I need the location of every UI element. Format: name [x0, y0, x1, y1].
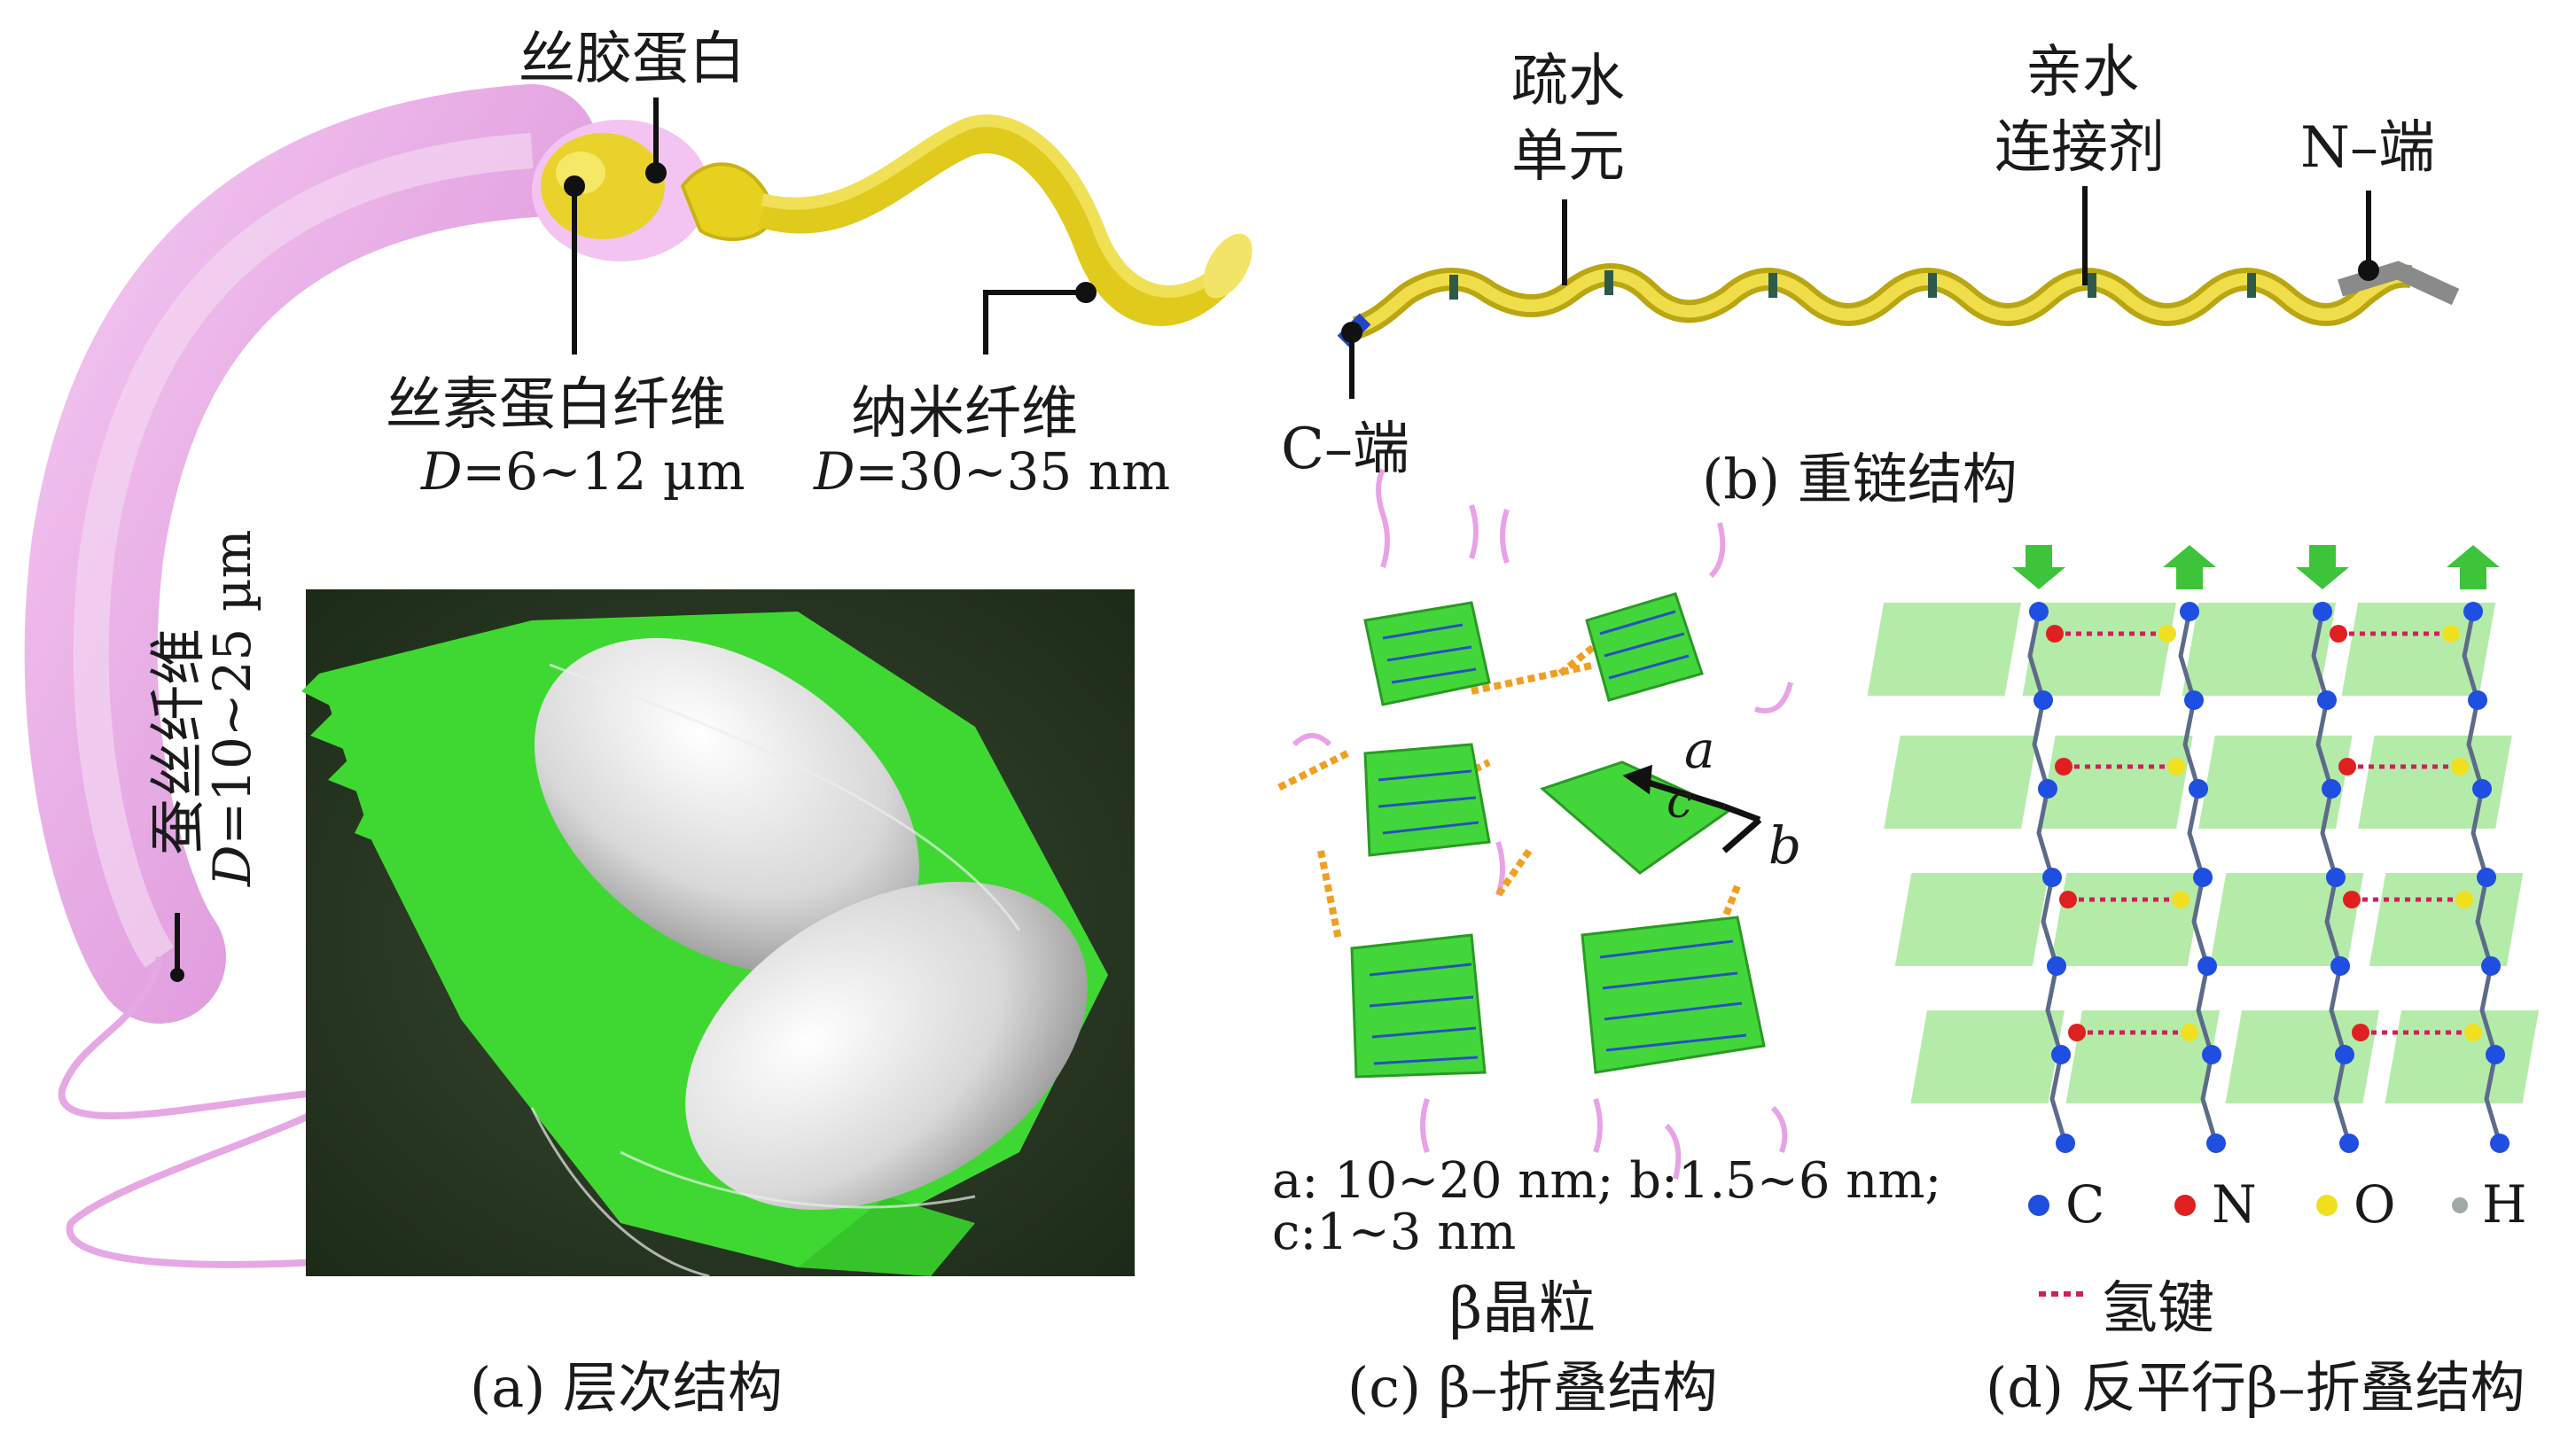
fibroin-label: 丝素蛋白纤维	[386, 372, 726, 438]
antiparallel-sheet-drawing	[1867, 545, 2539, 1153]
atom-legend	[2028, 1195, 2468, 1297]
crystal-dimensions-line1: a: 10~20 nm; b:1.5~6 nm;	[1272, 1152, 1942, 1210]
axis-a-label: a	[1684, 720, 1715, 780]
caption-d: (d) 反平行β–折叠结构	[1986, 1355, 2525, 1420]
beta-crystallites-drawing	[1275, 468, 1793, 1180]
hbond-label: 氢键	[2101, 1276, 2214, 1342]
panel-a-leader-lines	[175, 97, 1097, 975]
legend-h-swatch	[2452, 1197, 2468, 1213]
nanofiber-label: 纳米纤维	[851, 381, 1078, 447]
caption-c: (c) β–折叠结构	[1347, 1355, 1718, 1420]
cocoon-sem-image	[301, 589, 1135, 1278]
beta-crystallite-label: β晶粒	[1449, 1276, 1596, 1342]
panel-b-leader-lines	[1341, 186, 2379, 399]
c-terminus-label: C–端	[1281, 417, 1409, 482]
hydrophobic-label-line1: 疏水	[1511, 49, 1625, 114]
nanofiber-diameter: D=30~35 nm	[814, 441, 1171, 502]
crystal-dimensions-line2: c:1~3 nm	[1272, 1204, 1517, 1261]
hydrophilic-label-line2: 连接剂	[1994, 115, 2165, 181]
caption-b: (b) 重链结构	[1702, 447, 2018, 511]
axis-c-label: c	[1667, 775, 1693, 829]
sericin-label: 丝胶蛋白	[519, 27, 745, 92]
legend-o-swatch	[2316, 1195, 2338, 1216]
caption-a: (a) 层次结构	[470, 1355, 784, 1420]
legend-n-label: N	[2212, 1174, 2257, 1235]
crystal-block-5	[1350, 933, 1487, 1079]
n-terminus-label: N–端	[2300, 115, 2435, 181]
legend-h-label: H	[2482, 1174, 2527, 1235]
heavy-chain-drawing	[1337, 261, 2460, 347]
silk-fiber-drawing	[24, 84, 1253, 1268]
fibroin-diameter: D=6~12 µm	[421, 441, 745, 502]
crystal-block-6	[1581, 916, 1766, 1074]
legend-o-label: O	[2354, 1174, 2396, 1235]
silk-diameter: D=10~25 µm	[202, 529, 262, 886]
axis-b-label: b	[1768, 815, 1802, 876]
legend-n-swatch	[2174, 1195, 2196, 1216]
legend-c-label: C	[2065, 1174, 2105, 1235]
legend-c-swatch	[2028, 1195, 2049, 1216]
crystal-block-3	[1363, 743, 1491, 857]
crystal-block-2	[1585, 592, 1704, 702]
hydrophilic-label-line1: 亲水	[2026, 40, 2139, 105]
hydrophobic-label-line2: 单元	[1511, 124, 1625, 190]
